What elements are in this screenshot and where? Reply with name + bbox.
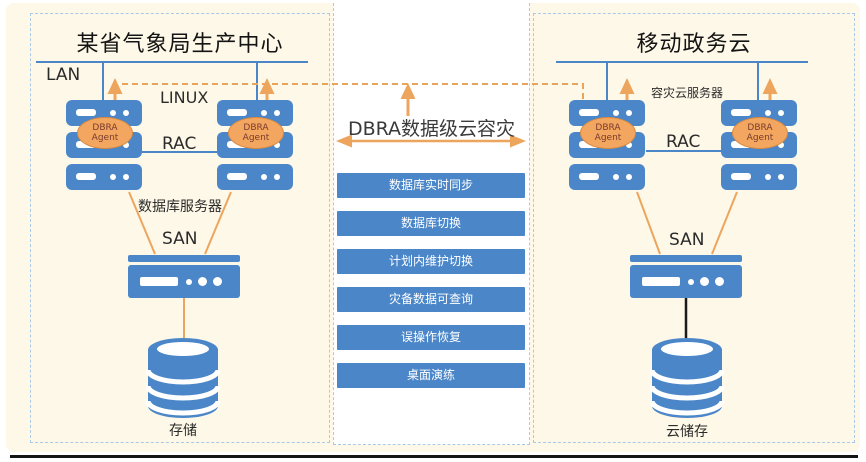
linux-label: LINUX — [160, 88, 209, 107]
server-unit — [569, 164, 645, 190]
agent-line1: DBRA — [747, 123, 773, 133]
right-san-label: SAN — [669, 230, 705, 250]
san-switch-icon — [630, 255, 742, 298]
replication-dashed-line — [122, 83, 584, 122]
agent-line1: DBRA — [92, 123, 118, 133]
server-unit — [721, 164, 797, 190]
agent-line2: Agent — [746, 133, 774, 143]
cloud-box — [533, 13, 855, 443]
right-san-link1-line — [636, 191, 661, 255]
right-rac-label: RAC — [666, 132, 701, 152]
agent-line2: Agent — [91, 133, 119, 143]
server-unit — [217, 164, 293, 190]
cloud-storage-cylinder-icon — [649, 338, 725, 418]
agent-line2: Agent — [242, 133, 270, 143]
lan-label: LAN — [46, 65, 81, 85]
db-servers-label: 数据库服务器 — [138, 199, 222, 215]
left-san-label: SAN — [162, 229, 198, 249]
middle-up-arrow — [400, 83, 416, 116]
feature-bar: 数据库实时同步 — [337, 173, 525, 198]
left-san-link2-line — [204, 191, 232, 255]
feature-bar: 灾备数据可查询 — [337, 287, 525, 312]
san-switch-icon — [128, 255, 240, 298]
feature-bar: 数据库切换 — [337, 211, 525, 236]
feature-bar: 误操作恢复 — [337, 325, 525, 350]
agent-line2: Agent — [594, 133, 622, 143]
agent-line1: DBRA — [243, 123, 269, 133]
feature-bar: 桌面演练 — [337, 363, 525, 388]
middle-title: DBRA数据级云容灾 — [347, 118, 516, 140]
right-san-link2-line — [711, 191, 738, 255]
disaster-recovery-double-arrow — [336, 134, 526, 148]
bottom-rule — [10, 455, 858, 458]
production-center-box — [30, 13, 330, 443]
feature-bar: 计划内维护切换 — [337, 249, 525, 274]
left-box-title: 某省气象局生产中心 — [76, 32, 284, 57]
storage-label: 存储 — [169, 423, 197, 439]
server-unit — [569, 100, 645, 126]
storage-cylinder-icon — [145, 338, 221, 418]
left-rac-label: RAC — [162, 134, 197, 154]
dr-cloud-server-label: 容灾云服务器 — [651, 86, 724, 100]
cloud-storage-label: 云储存 — [666, 424, 708, 440]
left-san-link1-line — [128, 191, 156, 255]
server-unit — [66, 164, 142, 190]
agent-line1: DBRA — [595, 123, 621, 133]
right-box-title: 移动政务云 — [636, 32, 752, 57]
